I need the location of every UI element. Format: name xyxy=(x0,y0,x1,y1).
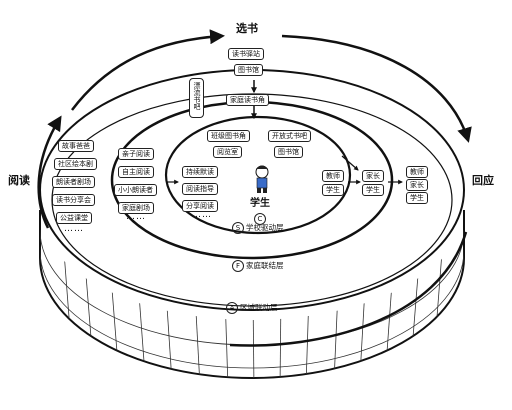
school-layer-text: 学校驱动层 xyxy=(246,223,284,232)
family-layer-text: 家庭联结层 xyxy=(246,261,284,270)
school-place-reading-room: 阅览室 xyxy=(213,146,242,158)
school-more: …… xyxy=(192,210,212,220)
regional-more: …… xyxy=(64,224,84,234)
top-item-reading-station: 读书驿站 xyxy=(228,48,264,60)
family-item-4: 家庭剧场 xyxy=(118,202,154,214)
role-inner-student: 学生 xyxy=(322,184,344,196)
school-place-class-corner: 班级图书角 xyxy=(207,130,250,142)
school-item-3: 分享阅读 xyxy=(182,200,218,212)
regional-layer-badge: A xyxy=(226,302,238,314)
cycle-arrow-bottom-left xyxy=(37,115,62,229)
regional-item-2: 社区绘本剧 xyxy=(54,158,97,170)
school-place-library: 图书馆 xyxy=(274,146,303,158)
role-middle-parent: 家长 xyxy=(362,170,384,182)
center-letter: C xyxy=(254,208,268,227)
role-outer-parent: 家长 xyxy=(406,179,428,191)
arrow-inner-to-middle xyxy=(341,155,359,171)
school-item-2: 阅读指导 xyxy=(182,183,218,195)
role-middle-student: 学生 xyxy=(362,184,384,196)
cycle-label-read: 阅读 xyxy=(8,174,30,187)
school-item-1: 持续默读 xyxy=(182,166,218,178)
role-outer-student: 学生 xyxy=(406,192,428,204)
regional-item-3: 朗读者剧场 xyxy=(52,176,95,188)
center-letter-badge: C xyxy=(254,212,266,225)
drift-book-bar-label: 漂流书吧 xyxy=(193,82,201,110)
family-item-3: 小小朗读者 xyxy=(114,184,157,196)
cycle-label-select: 选书 xyxy=(236,22,258,35)
role-outer-teacher: 教师 xyxy=(406,166,428,178)
regional-item-1: 故事爸爸 xyxy=(58,140,94,152)
family-layer-badge: F xyxy=(232,260,244,272)
family-more: …… xyxy=(126,212,146,222)
regional-item-4: 读书分享会 xyxy=(52,194,95,206)
role-inner-teacher: 教师 xyxy=(322,170,344,182)
cycle-arrow-top xyxy=(281,34,472,143)
regional-item-5: 公益课堂 xyxy=(56,212,92,224)
family-item-1: 亲子阅读 xyxy=(118,148,154,160)
school-place-open-bar: 开放式书吧 xyxy=(268,130,311,142)
cycle-arrow-right xyxy=(229,231,468,347)
cycle-label-respond: 回应 xyxy=(472,174,494,187)
family-item-2: 自主阅读 xyxy=(118,166,154,178)
center-label: 学生 xyxy=(250,198,270,209)
regional-layer-text: 区域联动层 xyxy=(240,303,278,312)
cycle-arrow-left xyxy=(71,29,225,111)
top-item-family-corner: 家庭读书角 xyxy=(226,94,269,106)
school-layer-badge: S xyxy=(232,222,244,234)
student-figure-icon xyxy=(255,165,269,193)
drift-book-bar: 漂流书吧 xyxy=(189,78,204,118)
top-item-library: 图书馆 xyxy=(234,64,263,76)
